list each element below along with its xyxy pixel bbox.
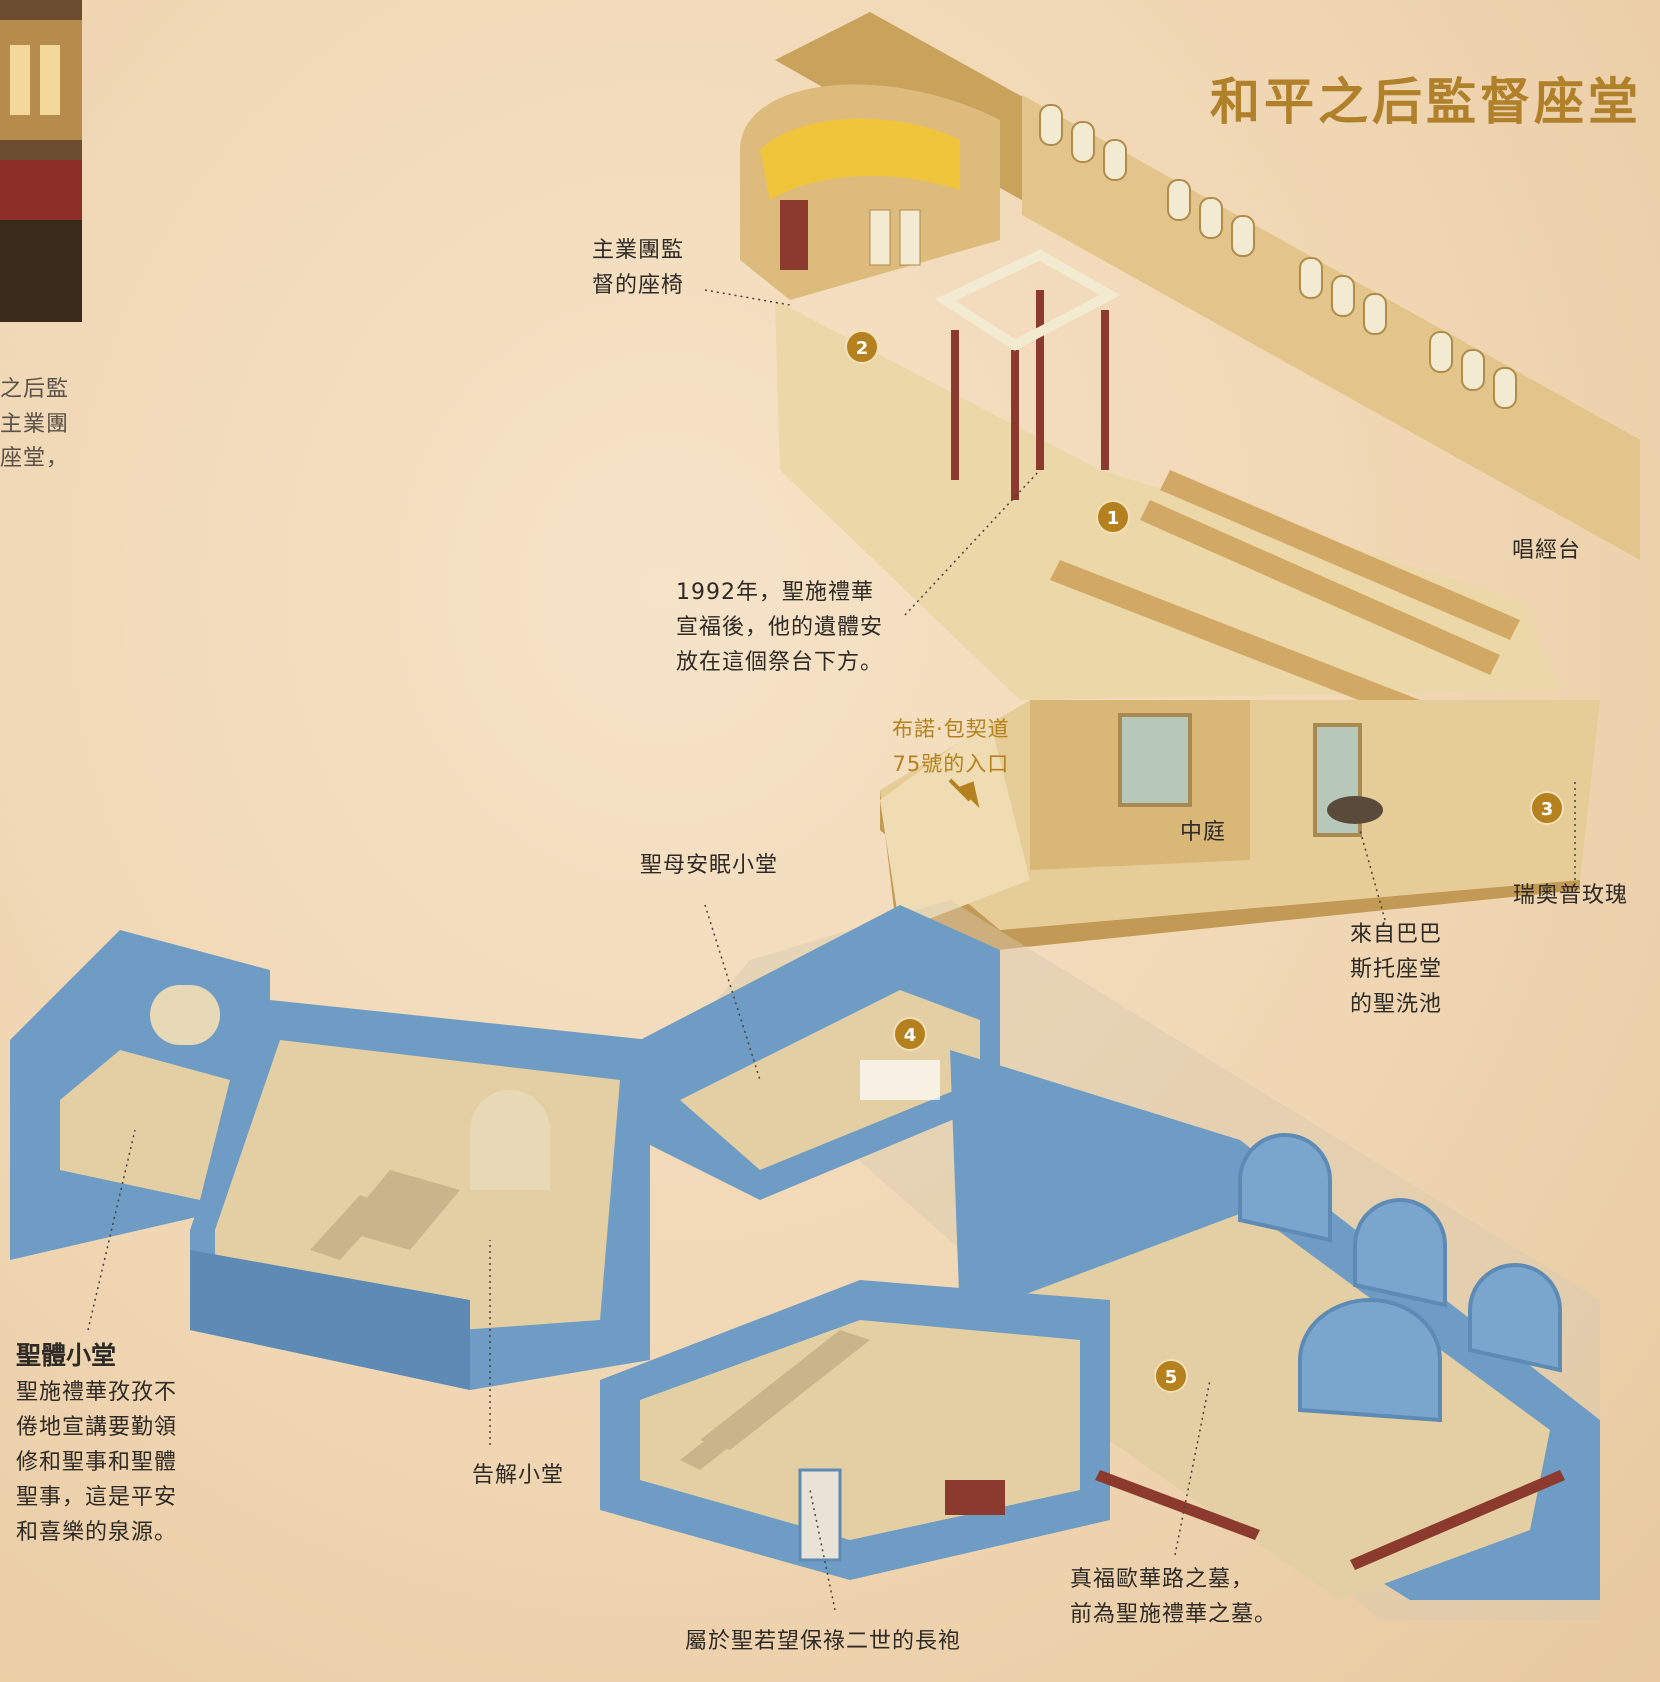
badge-3: 3 — [1530, 791, 1564, 825]
label-relics: 1992年，聖施禮華 宣福後，他的遺體安 放在這個祭台下方。 — [676, 580, 884, 675]
upper-church — [740, 12, 1640, 960]
badge-2: 2 — [845, 330, 879, 364]
label-font: 來自巴巴 斯托座堂 的聖洗池 — [1350, 922, 1443, 1017]
badge-4: 4 — [893, 1017, 927, 1051]
cropped-caption-line-3: 座堂， — [0, 446, 70, 471]
badge-1: 1 — [1096, 500, 1130, 534]
crypt — [10, 900, 1600, 1620]
label-confession: 告解小堂 — [472, 1463, 565, 1488]
chapel-heading: 聖體小堂 — [16, 1341, 117, 1370]
page-title: 和平之后監督座堂 — [1210, 72, 1642, 131]
label-entrance: 布諾·包契道 75號的入口 — [892, 717, 1010, 776]
entrance-arrow-icon — [948, 778, 980, 809]
cropped-caption-line-2: 主業團 — [0, 412, 70, 437]
leader-lines — [87, 289, 1576, 1611]
cropped-caption-line-1: 之后監 — [0, 377, 70, 402]
label-dormition: 聖母安眠小堂 — [640, 853, 779, 878]
badge-5: 5 — [1154, 1359, 1188, 1393]
label-prelate-chair: 主業團監 督的座椅 — [592, 238, 685, 298]
label-cassock: 屬於聖若望保祿二世的長袍 — [685, 1629, 962, 1654]
label-choir: 唱經台 — [1512, 538, 1582, 563]
label-tomb: 真福歐華路之墓， 前為聖施禮華之墓。 — [1070, 1567, 1278, 1627]
photo-thumbnail — [0, 0, 82, 322]
label-rose: 瑞奧普玫瑰 — [1513, 883, 1629, 908]
label-courtyard: 中庭 — [1180, 820, 1227, 845]
chapel-body: 聖施禮華孜孜不 倦地宣講要勤領 修和聖事和聖體 聖事，這是平安 和喜樂的泉源。 — [16, 1380, 178, 1545]
